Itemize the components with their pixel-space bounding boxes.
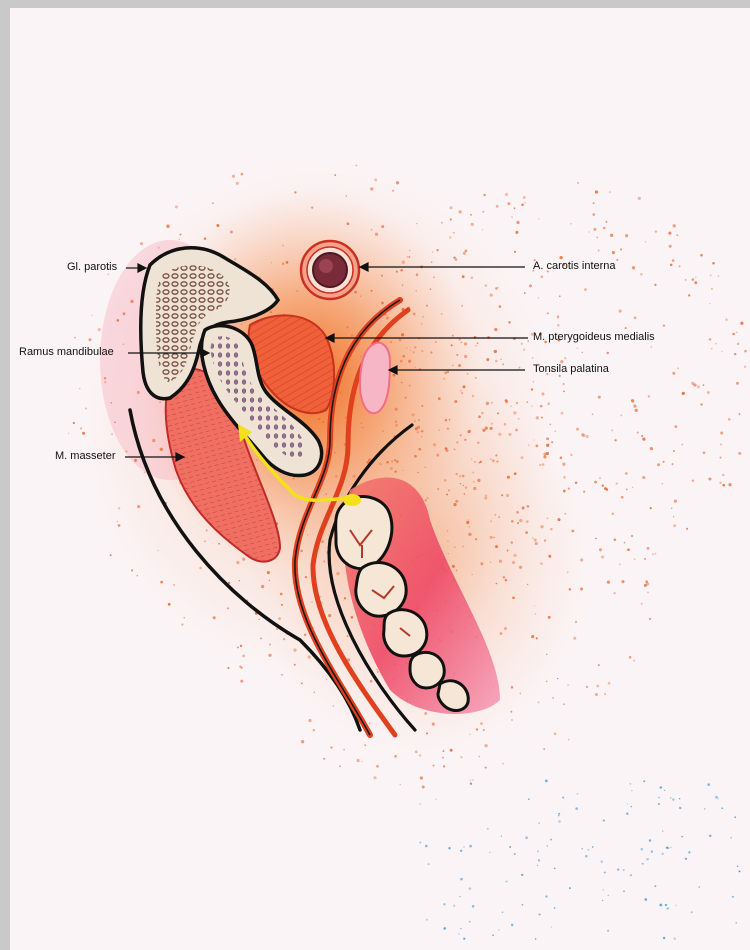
label-ramus-mandibulae: Ramus mandibulae bbox=[19, 346, 114, 358]
label-m-pterygoideus-medialis: M. pterygoideus medialis bbox=[533, 331, 655, 343]
premolar-2 bbox=[410, 652, 444, 688]
incisor bbox=[438, 681, 468, 711]
palatine-tonsil bbox=[360, 343, 390, 413]
label-m-masseter: M. masseter bbox=[55, 450, 116, 462]
internal-carotid-artery bbox=[301, 241, 359, 299]
molar-1 bbox=[336, 496, 392, 568]
label-a-carotis-interna: A. carotis interna bbox=[533, 260, 616, 272]
label-gl-parotis: Gl. parotis bbox=[67, 261, 117, 273]
label-tonsila-palatina: Tonsila palatina bbox=[533, 363, 609, 375]
